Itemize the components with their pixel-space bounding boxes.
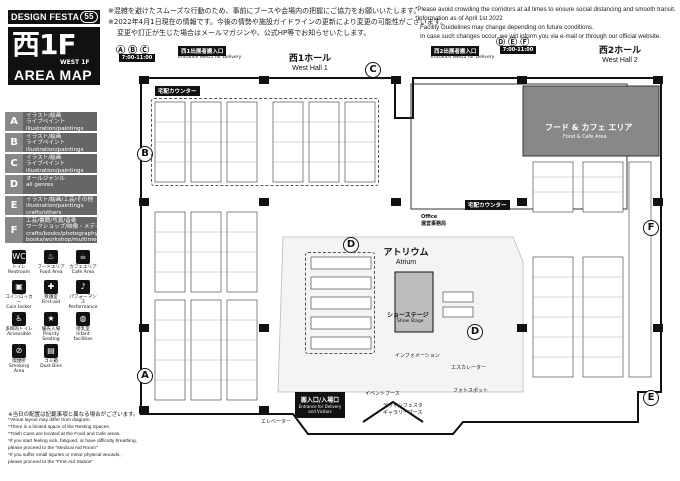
footer-note-8: please proceed to the "First-Aid Station… <box>8 460 93 465</box>
food-cafe-label: フード & カフェ エリア <box>545 123 633 132</box>
zone-c-area <box>151 98 379 186</box>
footer-note-1: ※当日の配置は記載事項と異なる場合がございます。 <box>8 412 139 418</box>
legend-key: F <box>5 217 23 243</box>
zone-b-marker: B <box>137 146 153 162</box>
elevator-label: エレベーター <box>261 419 292 425</box>
atrium-label: アトリウム Atrium <box>383 248 429 266</box>
legend-row-a: A イラスト/絵画 ライブペイント illustration/paintings… <box>5 112 97 138</box>
legend-row-b: B イラスト/絵画 ライブペイント illustration/paintings… <box>5 133 97 159</box>
abc-entrance-label: Ⓐ Ⓑ Ⓒ <box>116 46 150 56</box>
legend-key: C <box>5 154 23 173</box>
main-entrance[interactable]: 搬入口/入場口 Entrance for Delivery and Visito… <box>295 392 345 418</box>
note-jp-2: ※2022年4月1日現在の情報です。今後の情勢や施設ガイドラインの更新により変更… <box>108 18 448 26</box>
delivery-counter-1: 宅配カウンター <box>155 86 200 96</box>
note-en-1: *Please avoid crowding the corridors at … <box>415 6 676 13</box>
legend-key: A <box>5 112 23 131</box>
restroom-icon: WC <box>12 250 26 264</box>
footer-note-5: *If you start feeling sick, fatigued, or… <box>8 439 137 444</box>
event-booth-label: イベントブース <box>365 391 400 397</box>
floor-map: 西1ホール West Hall 1 西2ホール West Hall 2 西1出展… <box>133 46 670 462</box>
priority-icon: ★ <box>44 312 58 326</box>
abc-entrance-time: 7:00-11:00 <box>119 54 155 62</box>
legend-row-f: F 工芸/書籍/写真/音楽 ワークショップ/映像・メディアアート crafts/… <box>5 217 122 243</box>
escalator-label: エスカレーター <box>451 365 487 371</box>
page-title-block: 西1F WEST 1F AREA MAP <box>8 27 100 85</box>
legend-row-c: C イラスト/絵画 ライブペイント illustration/paintings… <box>5 154 97 180</box>
zone-d-area <box>305 252 375 354</box>
note-en-3: Facility Guidelines may change depending… <box>420 24 594 31</box>
zone-e-marker: E <box>643 390 659 406</box>
note-jp-1: ※混雑を避けたスムーズな行動のため、事前にブースや会場内の把握にご協力をお願いい… <box>108 7 421 15</box>
infant-icon: ◍ <box>76 312 90 326</box>
food-cafe-en: Food & Cafe Area <box>563 134 607 140</box>
performance-icon: ♪ <box>76 280 90 294</box>
wheelchair-icon: ♿ <box>12 312 26 326</box>
trash-icon: ▤ <box>44 344 58 358</box>
legend-text: オールジャンル all genres <box>26 176 65 189</box>
legend-text: イラスト/絵画/工芸/その他 illustration/paintings cr… <box>26 197 94 216</box>
legend-key: B <box>5 133 23 152</box>
entrance2-label: 西2出展者搬入口 <box>431 46 480 56</box>
festival-logo: DESIGN FESTA 55 <box>8 10 100 24</box>
cafe-icon: ☕ <box>76 250 90 264</box>
legend-row-d: D オールジャンル all genres <box>5 175 97 194</box>
zone-a-marker: A <box>137 368 153 384</box>
gallery-booth-label: デザインフェスタ ギャラリーブース <box>383 403 423 416</box>
def-entrance-time: 7:00-11:00 <box>500 46 536 54</box>
show-stage-en: Show Stage <box>397 319 424 324</box>
entrance1-en: Entrance West1 for Delivery <box>178 55 242 60</box>
hall2-name: 西2ホール West Hall 2 <box>598 46 642 64</box>
show-stage-label: ショーステージ <box>387 312 429 319</box>
footer-note-4: *Trash Cans are located at the Food and … <box>8 432 121 437</box>
office-label: Office 運営事務局 <box>421 214 447 227</box>
footer-note-6: please proceed to the "Medical Aid Room" <box>8 446 98 451</box>
zone-d-marker: D <box>343 237 359 253</box>
note-en-2: *Information as of April 1st 2022 <box>415 15 503 22</box>
entrance2-en: Entrance West2 for Delivery <box>431 55 495 60</box>
entrance1-label: 西1出展者搬入口 <box>178 46 227 56</box>
food-icon: ♨ <box>44 250 58 264</box>
hall1-name: 西1ホール West Hall 1 <box>288 54 332 72</box>
zone-d2-marker: D <box>467 324 483 340</box>
legend-text: 工芸/書籍/写真/音楽 ワークショップ/映像・メディアアート crafts/bo… <box>26 218 123 244</box>
note-jp-3: 変更や訂正が生じた場合はメールマガジンや、公式HP等でお知らせいたします。 <box>117 29 371 37</box>
first-aid-icon: ✚ <box>44 280 58 294</box>
def-entrance-label: Ⓓ Ⓔ Ⓕ <box>496 38 530 48</box>
area-map-title: AREA MAP <box>14 67 93 83</box>
footer-note-3: *There is a limited space of the Resting… <box>8 425 111 430</box>
photo-spot-label: フォトスポット <box>453 388 489 394</box>
page-subtitle: WEST 1F <box>60 59 90 66</box>
page-title: 西1F <box>12 28 77 61</box>
legend-key: D <box>5 175 23 194</box>
information-label: インフォメーション <box>395 353 440 359</box>
zone-c-marker: C <box>365 62 381 78</box>
smoking-icon: ⊘ <box>12 344 26 358</box>
zone-f-marker: F <box>643 220 659 236</box>
logo-text: DESIGN FESTA <box>11 12 80 22</box>
footer-note-7: *If you suffer small injuries or minor p… <box>8 453 121 458</box>
legend-key: E <box>5 196 23 215</box>
locker-icon: ▣ <box>12 280 26 294</box>
logo-number: 55 <box>80 11 98 23</box>
delivery-counter-2: 宅配カウンター <box>465 200 510 210</box>
note-en-4: In case such changes occur, we will info… <box>420 33 661 40</box>
legend-row-e: E イラスト/絵画/工芸/その他 illustration/paintings … <box>5 196 97 216</box>
footer-note-2: *Venue layout may differ from diagram. <box>8 418 91 423</box>
